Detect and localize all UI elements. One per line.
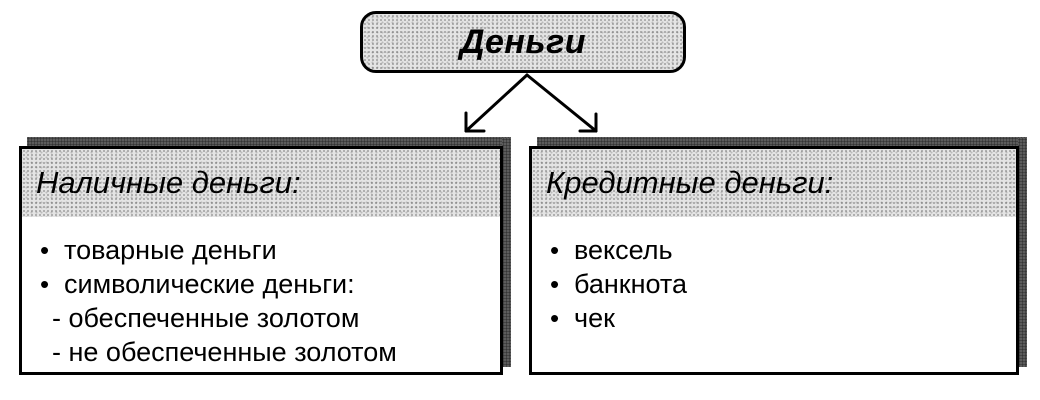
credit-money-box: Кредитные деньги: вексель банкнота чек — [529, 146, 1019, 375]
list-item: чек — [550, 301, 1016, 335]
cash-money-header: Наличные деньги: — [22, 149, 500, 217]
root-node: Деньги — [360, 11, 686, 73]
list-subitem: не обеспеченные золотом — [40, 335, 500, 369]
cash-money-box: Наличные деньги: товарные деньги символи… — [19, 146, 503, 375]
cash-money-list: товарные деньги символические деньги: об… — [22, 217, 500, 369]
right-box-shadow-side — [1018, 138, 1027, 367]
left-box-shadow-side — [502, 138, 511, 367]
right-box-shadow-top — [537, 137, 1027, 146]
list-item: банкнота — [550, 267, 1016, 301]
credit-money-list: вексель банкнота чек — [532, 217, 1016, 335]
arrow-head-cash — [464, 111, 486, 133]
arrow-head-credit — [578, 112, 598, 133]
left-box-shadow-top — [27, 137, 511, 146]
arrow-to-cash — [464, 73, 529, 133]
list-subitem: обеспеченные золотом — [40, 301, 500, 335]
list-item: вексель — [550, 233, 1016, 267]
credit-money-heading: Кредитные деньги: — [546, 165, 834, 200]
arrow-to-credit — [525, 73, 598, 133]
list-item: товарные деньги — [40, 233, 500, 267]
list-item: символические деньги: — [40, 267, 500, 301]
cash-money-heading: Наличные деньги: — [36, 165, 301, 200]
root-title: Деньги — [459, 22, 587, 61]
credit-money-header: Кредитные деньги: — [532, 149, 1016, 217]
